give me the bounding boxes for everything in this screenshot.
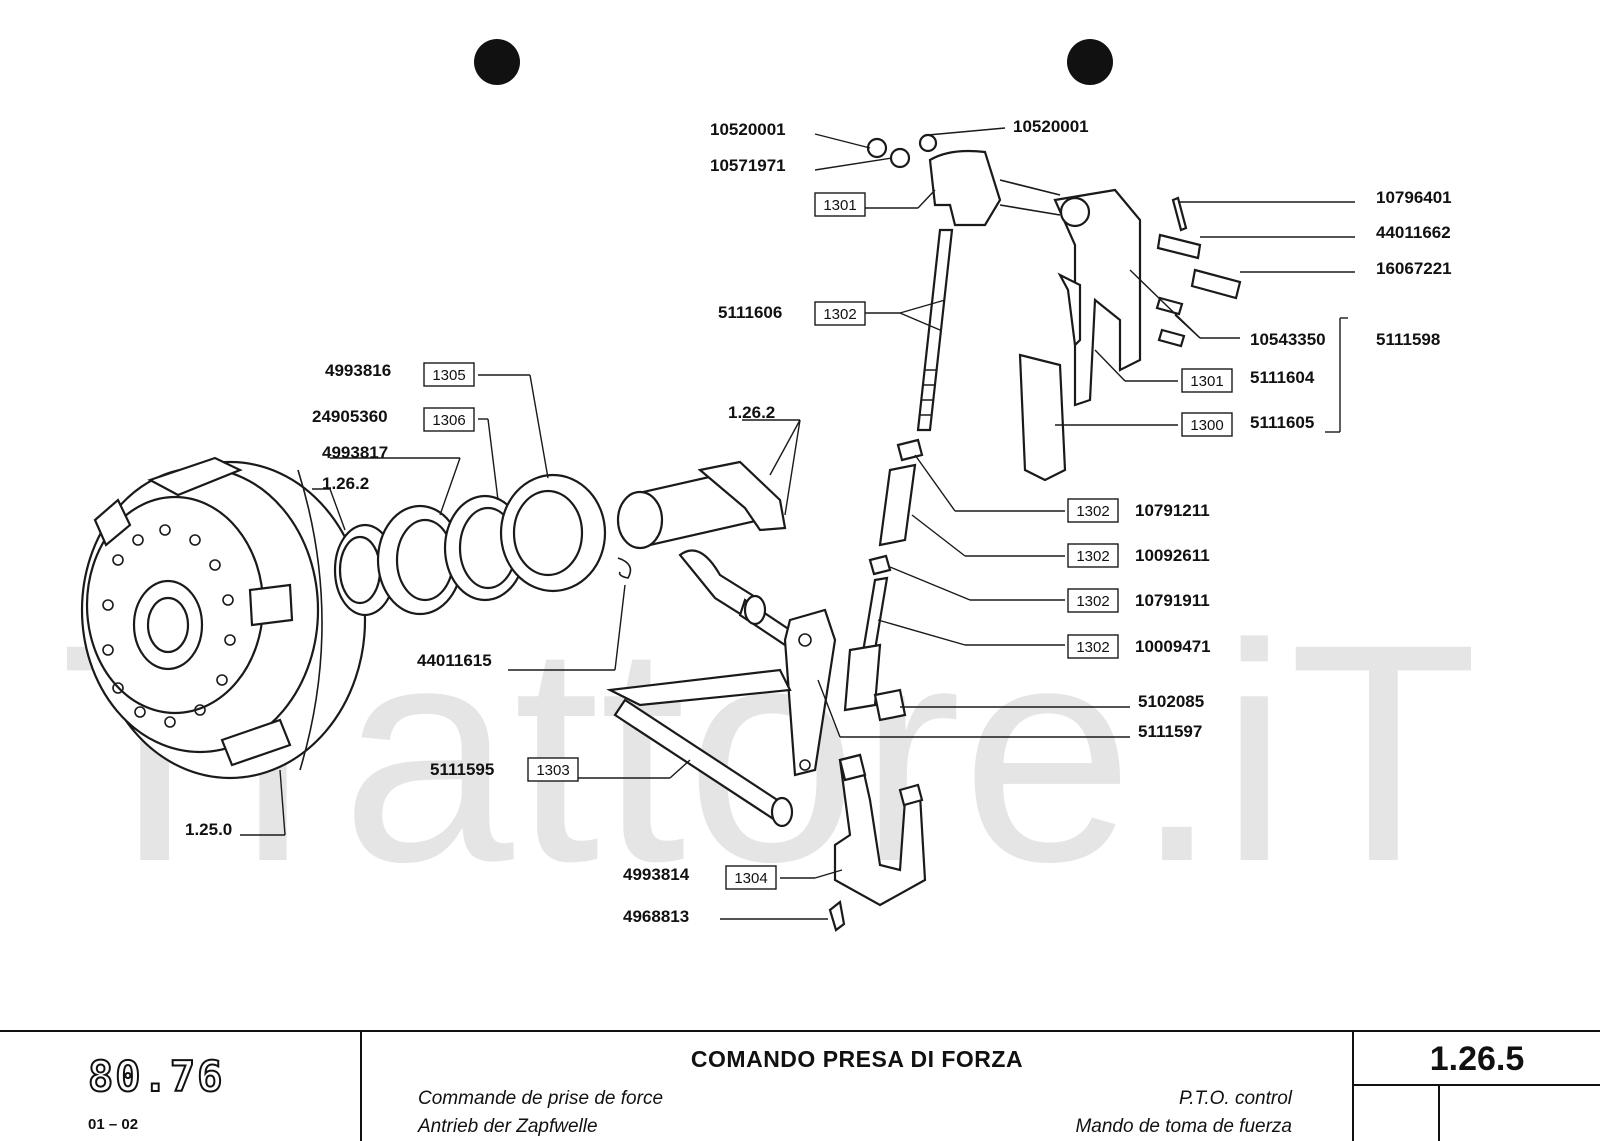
callout-box-1302-b: 1302 <box>1067 498 1119 523</box>
part-number: 5111604 <box>1250 368 1315 387</box>
punch-hole-left <box>474 39 520 85</box>
callout-box-1306: 1306 <box>423 407 475 432</box>
callout-box-1302-d: 1302 <box>1067 588 1119 613</box>
release-sleeve-drawing <box>616 460 807 657</box>
part-number: 10571971 <box>710 156 786 175</box>
part-number: 4993814 <box>623 865 690 884</box>
sheet-title: COMANDO PRESA DI FORZA <box>690 1046 1024 1072</box>
callout-box-label: 1304 <box>734 870 767 887</box>
part-number: 5111606 <box>718 303 782 322</box>
part-number: 10520001 <box>710 120 786 139</box>
part-number: 5111595 <box>430 760 494 779</box>
reference-cell: 1.26.5 <box>1354 1032 1600 1141</box>
part-number: 5111597 <box>1138 722 1202 741</box>
subtitle-german: Antrieb der Zapfwelle <box>418 1116 598 1137</box>
callout-box-label: 1302 <box>823 306 856 323</box>
callout-box-1300: 1300 <box>1181 412 1233 437</box>
punch-hole-right <box>1067 39 1113 85</box>
callout-box-1301-b: 1301 <box>1181 368 1233 393</box>
part-number: 44011615 <box>417 651 492 670</box>
callout-box-label: 1305 <box>432 367 465 384</box>
part-number: 10791211 <box>1135 501 1210 520</box>
pto-lever-drawing <box>1018 188 1242 482</box>
part-number: 10520001 <box>1013 117 1089 136</box>
part-number: 4993817 <box>322 443 388 462</box>
callout-box-label: 1300 <box>1190 417 1223 434</box>
callout-box-label: 1301 <box>1190 373 1223 390</box>
callout-box-label: 1302 <box>1076 548 1109 565</box>
title-cell: COMANDO PRESA DI FORZA Commande de prise… <box>362 1032 1354 1141</box>
callout-box-label: 1306 <box>432 412 465 429</box>
callout-box-1302-e: 1302 <box>1067 634 1119 659</box>
part-number: 4968813 <box>623 907 689 926</box>
part-number: 10791911 <box>1135 591 1210 610</box>
callout-box-1303: 1303 <box>527 757 579 782</box>
upper-linkage-drawing <box>866 133 1061 227</box>
callout-box-1305: 1305 <box>423 362 475 387</box>
callout-box-1302-c: 1302 <box>1067 543 1119 568</box>
part-number: 1.25.0 <box>185 820 232 839</box>
shift-fork-drawing <box>828 753 927 932</box>
part-number: 1.26.2 <box>322 474 369 493</box>
callout-box-1301-a: 1301 <box>814 192 866 217</box>
part-number: 5111605 <box>1250 413 1314 432</box>
callout-box-label: 1302 <box>1076 639 1109 656</box>
callout-box-label: 1302 <box>1076 503 1109 520</box>
part-number: 10796401 <box>1376 188 1452 207</box>
part-number: 5102085 <box>1138 692 1204 711</box>
lever-drawing <box>783 608 837 777</box>
title-block: 80.76 01 – 02 COMANDO PRESA DI FORZA Com… <box>0 1030 1600 1141</box>
subtitle-french: Commande de prise de force <box>418 1088 664 1109</box>
reference-divider <box>1438 1086 1440 1141</box>
callout-box-1304: 1304 <box>725 865 777 890</box>
control-rod-drawing <box>843 228 954 722</box>
edition-code: 01 – 02 <box>88 1116 139 1133</box>
callout-box-label: 1301 <box>823 197 856 214</box>
part-number: 10543350 <box>1250 330 1326 349</box>
model-cell: 80.76 01 – 02 <box>0 1032 362 1141</box>
part-number: 44011662 <box>1376 223 1451 242</box>
part-number-labels: 10520001 10520001 10571971 5111606 49938… <box>185 117 1452 926</box>
callout-box-label: 1302 <box>1076 593 1109 610</box>
callout-box-label: 1303 <box>536 762 569 779</box>
part-number: 16067221 <box>1376 259 1452 278</box>
part-number: 24905360 <box>312 407 388 426</box>
leader-lines <box>240 127 1355 920</box>
clutch-assembly-drawing <box>80 456 367 780</box>
model-logo: 80.76 <box>87 1051 225 1102</box>
subtitle-spanish: Mando de toma de fuerza <box>1075 1116 1292 1137</box>
callout-box-1302-a: 1302 <box>814 301 866 326</box>
part-number: 5111598 <box>1376 330 1440 349</box>
cross-shaft-drawing <box>606 668 794 828</box>
sheet-reference: 1.26.5 <box>1354 1040 1600 1086</box>
part-number: 4993816 <box>325 361 391 380</box>
part-number: 10009471 <box>1135 637 1211 656</box>
subtitle-english: P.T.O. control <box>1178 1088 1292 1109</box>
part-number: 1.26.2 <box>728 403 775 422</box>
part-number: 10092611 <box>1135 546 1210 565</box>
bearing-rings-drawing <box>333 473 632 617</box>
